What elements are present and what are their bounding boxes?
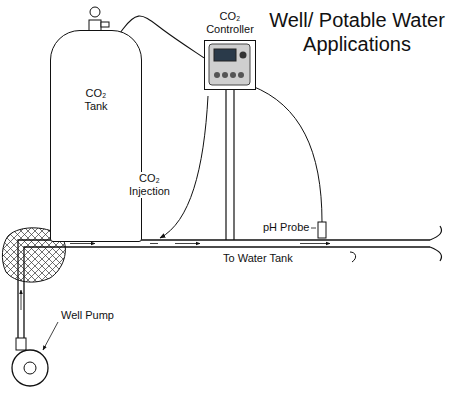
pump-hub <box>24 362 36 374</box>
pipe-inner <box>24 247 430 340</box>
pipe-curl <box>350 252 356 262</box>
well-pump <box>12 350 48 386</box>
controller-button <box>230 72 236 78</box>
flow-arrow <box>300 243 330 244</box>
controller-button <box>240 52 247 59</box>
part-label: Well Pump <box>60 309 115 322</box>
leader-line <box>43 322 58 350</box>
flow-arrow <box>70 243 95 244</box>
flow-label: To Water Tank <box>222 252 294 265</box>
part-label: CO₂ Injection <box>128 172 171 198</box>
controller-button <box>222 72 228 78</box>
controller-pole <box>225 90 226 240</box>
node-label: CO₂ Tank <box>84 87 107 113</box>
pipe-outer <box>18 240 430 340</box>
leader-line <box>311 228 316 229</box>
diagram-title: Well/ Potable Water Applications <box>262 8 452 56</box>
injection-point <box>150 243 158 244</box>
injection-line <box>160 96 208 238</box>
probe-wire <box>252 86 322 222</box>
node-heading: CO₂ Controller <box>206 10 254 36</box>
controller-face <box>205 41 255 89</box>
controller-button <box>238 72 244 78</box>
flow-arrow <box>175 243 200 244</box>
controller-button <box>214 72 220 78</box>
co2-tank: CO₂ Tank <box>50 30 142 242</box>
pipe-end <box>430 226 442 240</box>
ph-probe <box>318 222 326 238</box>
pipe-end <box>430 247 442 261</box>
pump-outlet <box>16 338 26 350</box>
valve-handle <box>90 7 100 17</box>
controller-pole <box>233 90 234 240</box>
valve-nozzle <box>101 22 109 27</box>
controller-display <box>214 49 236 61</box>
controller-panel <box>209 44 250 85</box>
flow-arrow <box>21 290 22 310</box>
co2-controller: CO₂ Controller <box>200 10 260 90</box>
part-label: pH Probe <box>262 221 310 234</box>
controller-housing <box>204 40 256 90</box>
